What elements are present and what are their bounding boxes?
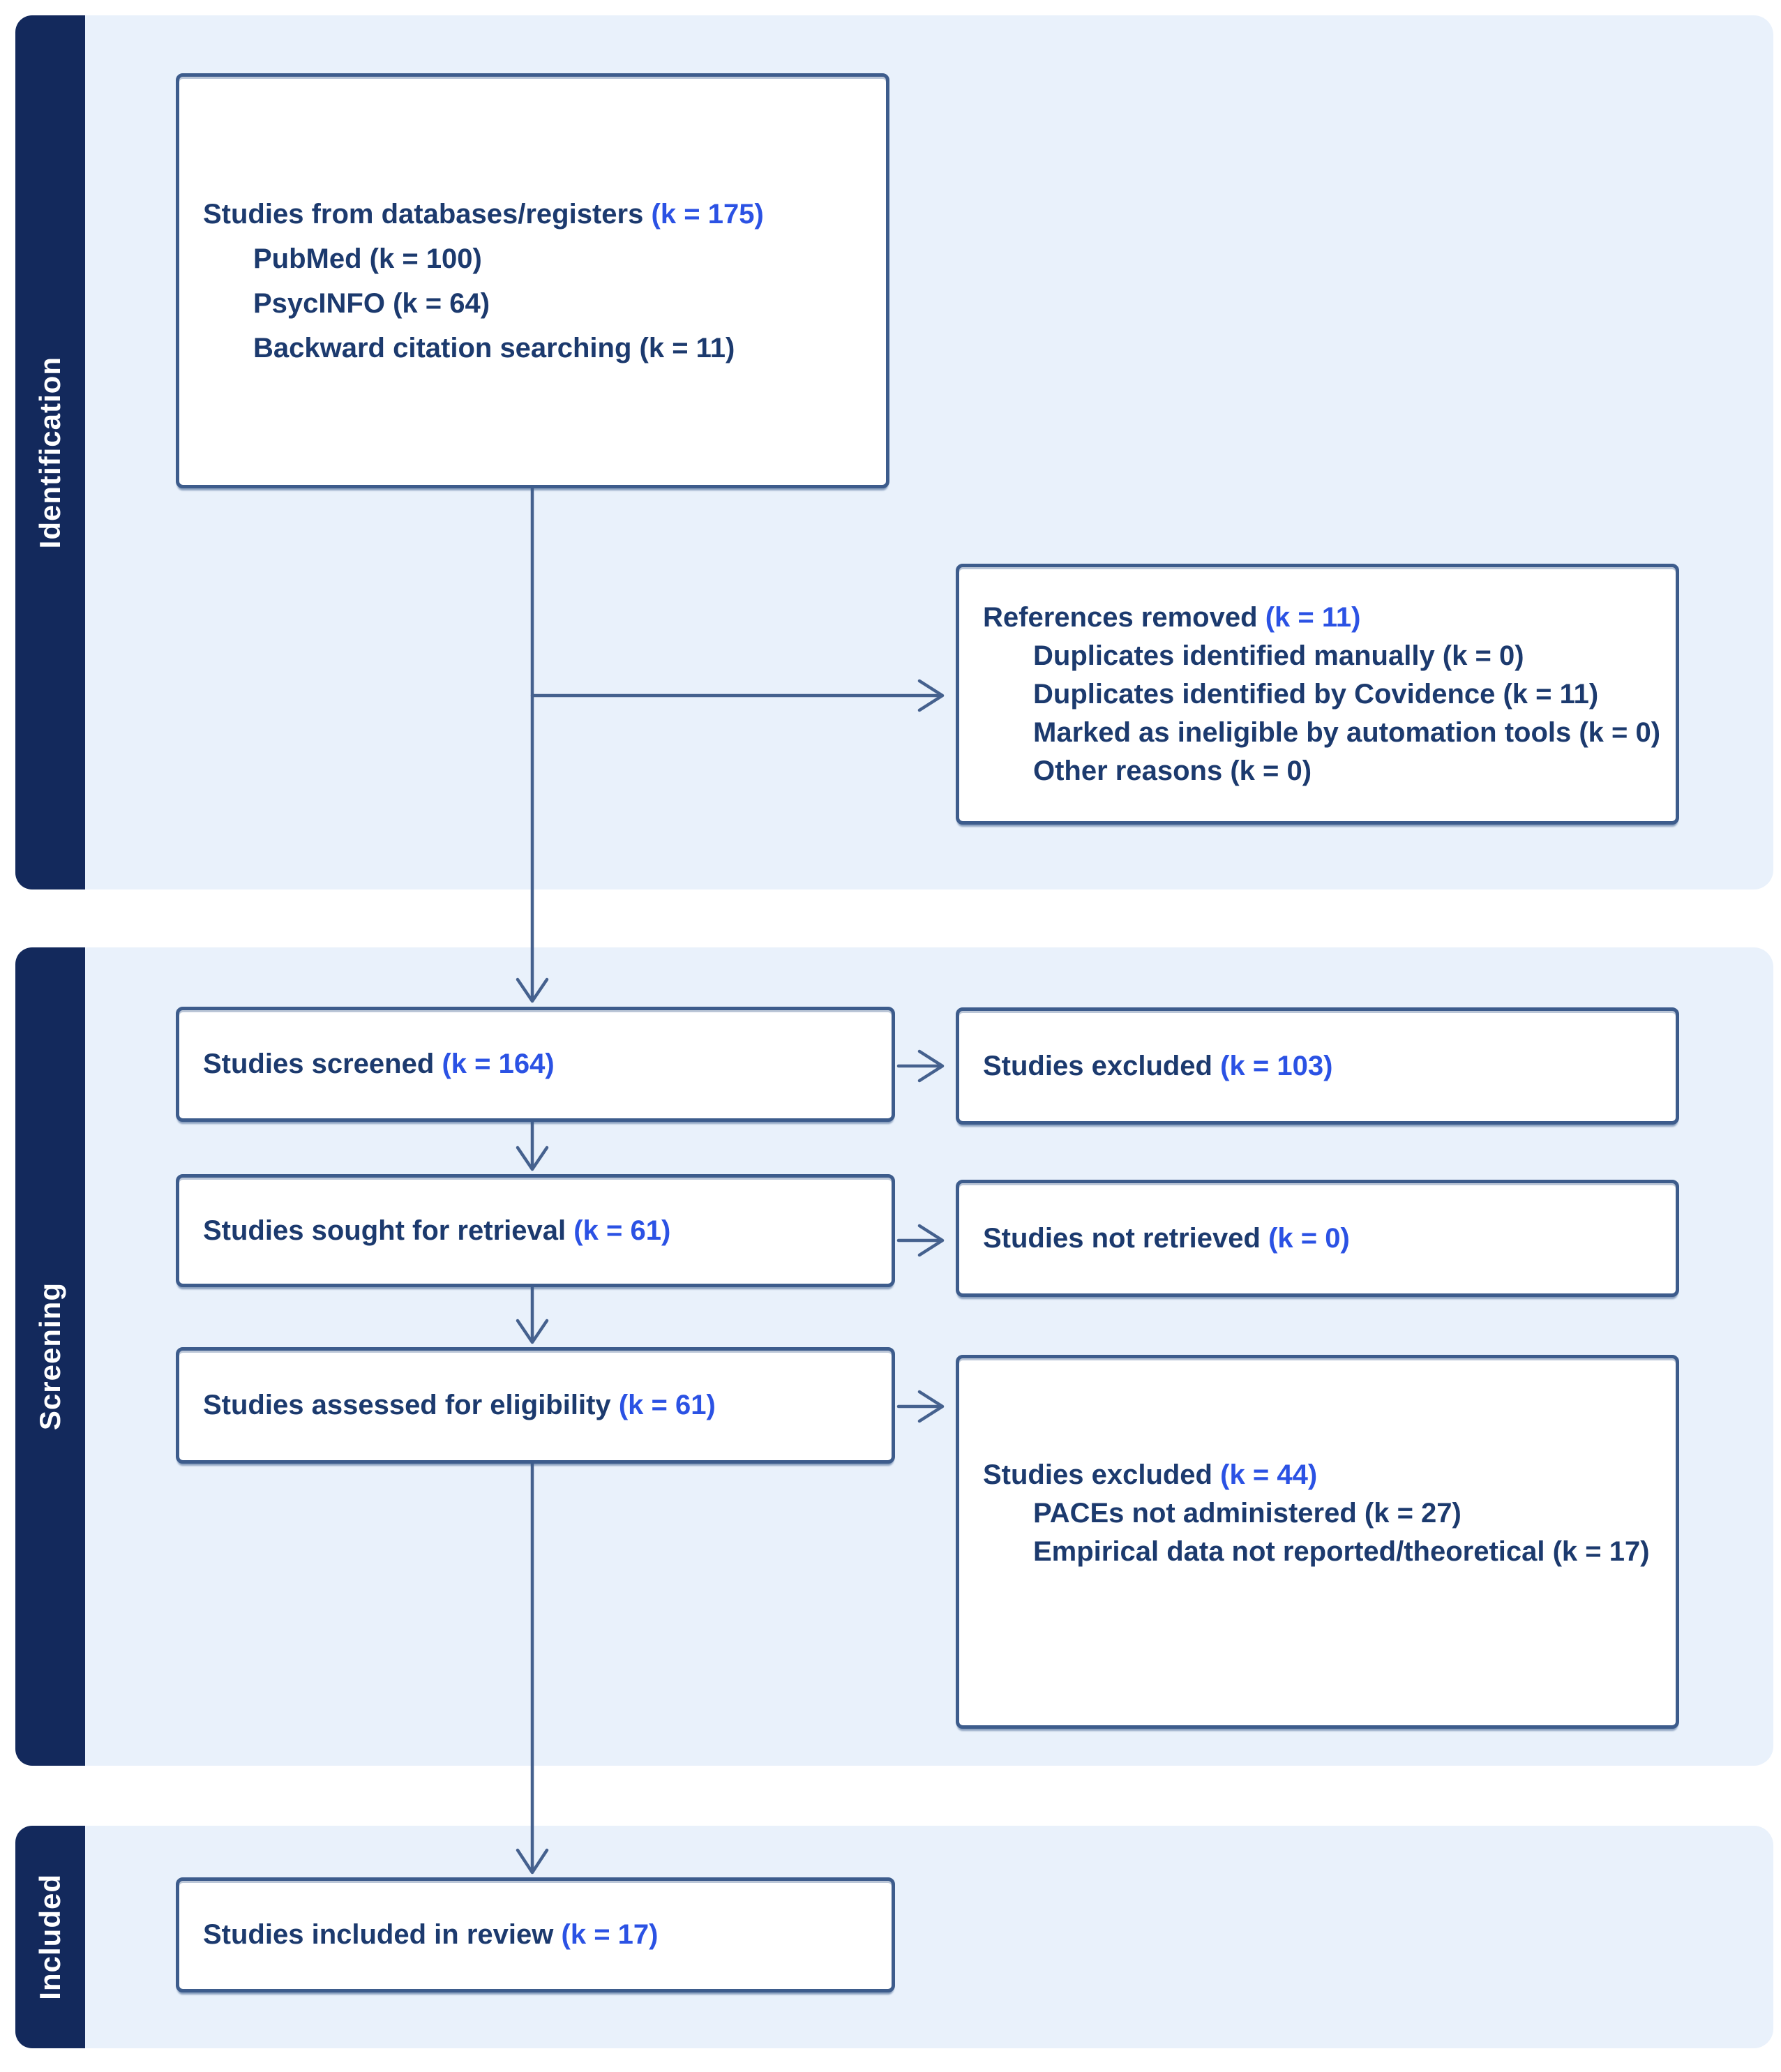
box-title-text: Studies assessed for eligibility [203,1390,611,1420]
box-title-text: Studies included in review [203,1919,554,1950]
k-value: (k = 11) [1265,601,1361,633]
box-studies-sought-for-retrieval: Studies sought for retrieval(k = 61) [176,1174,895,1287]
box-title-text: Studies sought for retrieval [203,1215,566,1246]
k-value: (k = 175) [651,198,764,230]
box-title: Studies excluded (k = 103) [983,1047,1662,1086]
box-title: Studies sought for retrieval(k = 61) [203,1212,878,1250]
box-subitem: Duplicates identified manually (k = 0) [1033,640,1524,671]
box-title: Studies assessed for eligibility(k = 61) [203,1386,878,1425]
box-studies-not-retrieved: Studies not retrieved(k = 0) [956,1180,1679,1297]
k-value: (k = 164) [442,1049,555,1079]
box-title-text: Studies screened [203,1049,435,1079]
box-subitem: Empirical data not reported/theoretical … [1033,1536,1650,1567]
k-value: (k = 0) [1268,1222,1350,1254]
box-subitem: Duplicates identified by Covidence (k = … [1033,678,1599,710]
box-studies-assessed-for-eligibility: Studies assessed for eligibility(k = 61) [176,1347,895,1464]
box-title: Studies screened(k = 164) [203,1045,878,1083]
box-title-text: References removed [983,601,1258,633]
box-studies-included-in-review: Studies included in review(k = 17) [176,1877,895,1992]
box-subitem: PsycINFO (k = 64) [253,287,490,319]
box-studies-excluded-screening: Studies excluded (k = 103) [956,1007,1679,1125]
k-value: (k = 103) [1220,1050,1333,1081]
sidebar-label-included: Included [33,1874,66,2000]
box-title: Studies not retrieved(k = 0) [983,1219,1662,1258]
k-value: (k = 44) [1220,1459,1318,1490]
sidebar-label-screening: Screening [33,1282,66,1431]
sidebar-tab-screening: Screening [15,947,85,1766]
box-studies-screened: Studies screened(k = 164) [176,1007,895,1122]
box-title: References removed(k = 11) [983,599,1662,637]
box-studies-excluded-eligibility: Studies excluded (k = 44) PACEs not admin… [956,1355,1679,1729]
k-value: (k = 61) [573,1215,671,1246]
box-title-text: Studies from databases/registers [203,198,644,230]
k-value: (k = 17) [561,1919,659,1950]
box-subitem: Backward citation searching (k = 11) [253,332,735,363]
k-value: (k = 61) [618,1390,716,1420]
box-subitem: Marked as ineligible by automation tools… [1033,716,1661,748]
box-title: Studies included in review(k = 17) [203,1916,878,1954]
box-subitem: PubMed (k = 100) [253,243,482,274]
box-studies-from-databases: Studies from databases/registers(k = 175… [176,73,889,488]
box-title-text: Studies excluded [983,1050,1212,1081]
box-title-text: Studies excluded [983,1459,1212,1490]
box-subitem: Other reasons (k = 0) [1033,755,1312,786]
box-title-text: Studies not retrieved [983,1222,1261,1254]
sidebar-tab-included: Included [15,1826,85,2048]
box-title: Studies from databases/registers(k = 175… [203,192,872,237]
sidebar-tab-identification: Identification [15,15,85,889]
sidebar-label-identification: Identification [33,356,66,549]
box-title: Studies excluded (k = 44) [983,1456,1662,1494]
box-references-removed: References removed(k = 11) Duplicates id… [956,564,1679,825]
box-subitem: PACEs not administered (k = 27) [1033,1498,1461,1529]
